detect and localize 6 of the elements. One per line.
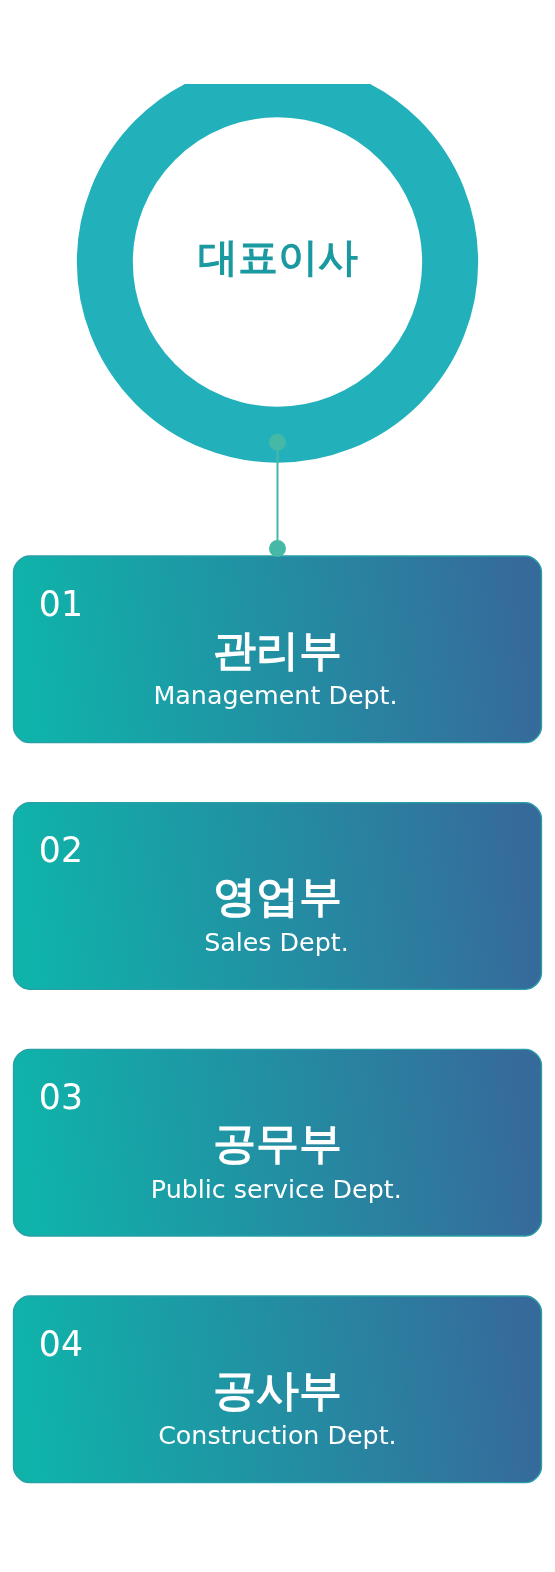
node-box: 02 영업부 Sales Dept. — [12, 802, 543, 990]
node-box: 03 공무부 Public service Dept. — [12, 1048, 543, 1237]
node-circle: 대표이사 — [76, 84, 479, 463]
node-box: 01 관리부 Management Dept. — [12, 555, 543, 744]
node-box: 04 공사부 Construction Dept. — [12, 1295, 543, 1484]
connector — [269, 433, 286, 557]
